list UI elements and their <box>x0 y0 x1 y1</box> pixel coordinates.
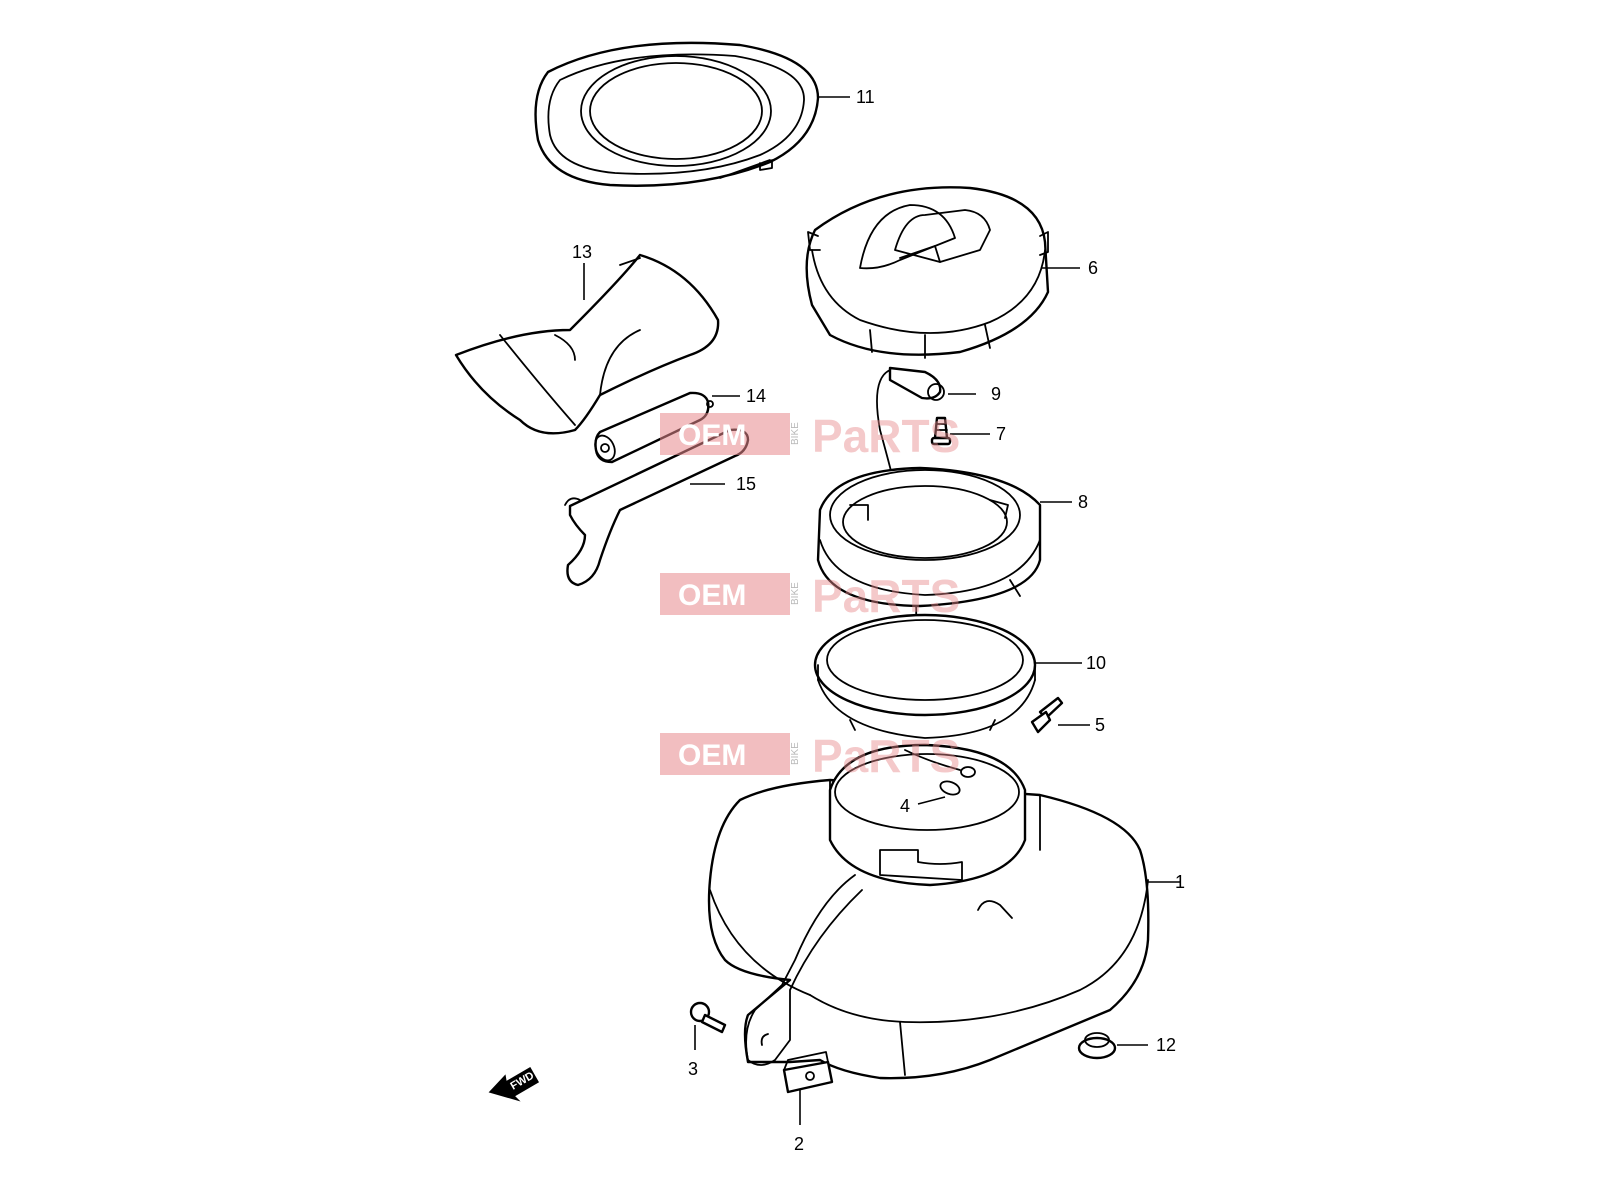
svg-text:BIKE: BIKE <box>790 742 801 765</box>
callout-12: 12 <box>1156 1035 1176 1055</box>
callout-13: 13 <box>572 242 592 262</box>
part-6-fuel-cap <box>805 186 1050 359</box>
svg-text:BIKE: BIKE <box>790 422 801 445</box>
part-13-tool-bag <box>454 253 720 435</box>
part-7-screw <box>930 416 952 446</box>
svg-text:BIKE: BIKE <box>790 582 801 605</box>
svg-text:PaRTS: PaRTS <box>812 570 960 622</box>
part-12-grommet <box>1077 1032 1117 1060</box>
part-10-seal <box>813 613 1037 739</box>
callout-15: 15 <box>736 474 756 494</box>
svg-text:PaRTS: PaRTS <box>812 410 960 462</box>
callout-3: 3 <box>688 1059 698 1079</box>
callout-2: 2 <box>794 1134 804 1154</box>
watermark-2: OEM BIKE PaRTS <box>660 570 960 622</box>
leader-lines <box>583 96 1180 1125</box>
callout-1: 1 <box>1175 872 1185 892</box>
svg-text:OEM: OEM <box>678 579 746 612</box>
fwd-arrow-icon: FWD <box>488 1066 540 1102</box>
part-1-tank <box>707 743 1150 1080</box>
callout-labels: 1 2 3 4 5 6 7 8 9 10 11 12 13 14 15 <box>572 87 1185 1154</box>
callout-5: 5 <box>1095 715 1105 735</box>
callout-9: 9 <box>991 384 1001 404</box>
callout-10: 10 <box>1086 653 1106 673</box>
svg-text:OEM: OEM <box>678 739 746 772</box>
callout-8: 8 <box>1078 492 1088 512</box>
svg-text:OEM: OEM <box>678 419 746 452</box>
part-2-clip-nut <box>782 1051 834 1094</box>
callout-6: 6 <box>1088 258 1098 278</box>
part-5-rivet <box>1030 696 1064 734</box>
part-3-bolt <box>689 1001 727 1034</box>
part-11-gasket <box>534 41 820 187</box>
callout-7: 7 <box>996 424 1006 444</box>
callout-14: 14 <box>746 386 766 406</box>
svg-text:PaRTS: PaRTS <box>812 730 960 782</box>
part-4-small-ring <box>904 749 976 796</box>
part-8-ring <box>816 466 1042 608</box>
callout-4: 4 <box>900 796 910 816</box>
callout-11: 11 <box>856 87 875 107</box>
watermark-3: OEM BIKE PaRTS <box>660 730 960 782</box>
watermark-1: OEM BIKE PaRTS <box>660 410 960 462</box>
